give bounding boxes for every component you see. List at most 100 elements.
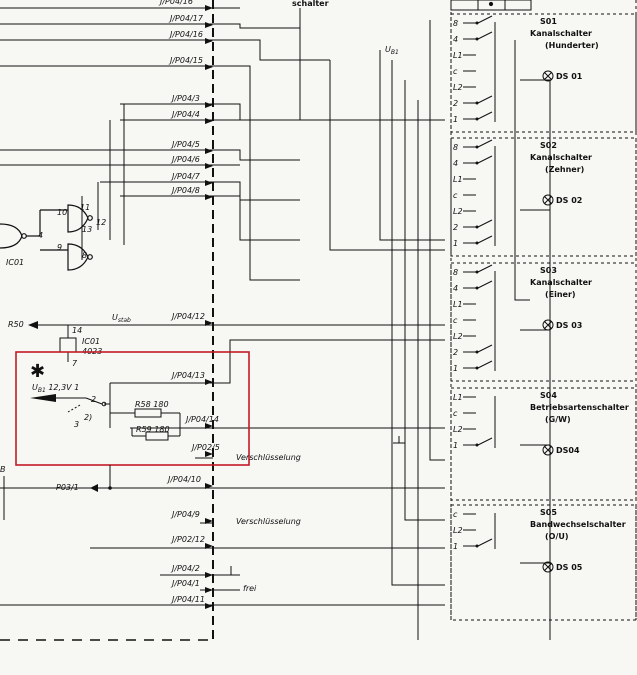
switch-pin: 1 [453,364,458,373]
lamp-icon [542,444,554,456]
switch-pin: c [453,316,458,325]
switch-subtitle: (Einer) [545,290,576,299]
signal-wires [0,7,551,640]
ground-icon-2 [393,436,405,444]
connector-label: J/P04/7 [170,172,201,181]
svg-text:13: 13 [82,225,92,234]
r58-label: R58 180 [135,400,169,409]
connector-label: J/P04/6 [170,155,200,164]
connector-arrow [205,423,213,429]
switch-subtitle: (Zehner) [545,165,584,174]
lamp-cross [544,321,552,329]
p03-junction [108,486,112,490]
ic01-label-b: IC01 [82,337,100,346]
switch-id: S05 [540,508,557,517]
switch-pin: 1 [453,441,458,450]
connector-arrow [205,163,213,169]
selector-pin-2: 2 [91,395,96,404]
switch-pin: c [453,191,458,200]
connector-label: J/P04/3 [170,94,200,103]
verschl-label-1: Verschlüsselung [236,453,301,462]
svg-text:4: 4 [38,231,43,240]
lamp-cross [544,563,552,571]
connector-label: J/P04/13 [170,371,205,380]
svg-text:10: 10 [57,208,67,217]
switch-lever [477,538,493,547]
switch-pin: L1 [453,51,463,60]
switch-id: S01 [540,17,557,26]
switch-pin: 1 [453,239,458,248]
connector-label: J/P04/16 [168,30,203,39]
lamp-cross [544,446,552,454]
side-b-label: B [0,465,6,474]
switch-node [475,286,479,290]
ub1-input-arrow [30,394,56,402]
connector-arrow [205,102,213,108]
switch-pin: 1 [453,542,458,551]
switch-id: S04 [540,391,557,400]
switch-pin: 8 [453,268,458,277]
switch-lever [477,15,493,24]
connector-arrow [205,518,213,524]
switch-pin: L2 [453,207,463,216]
switch-pin: 1 [453,115,458,124]
nand-gate-ic01 [0,204,93,271]
switch-lever [477,31,493,40]
switch-lever [477,95,493,104]
switch-lever [477,344,493,353]
connector-label: J/P04/12 [170,312,205,321]
switch-node [475,241,479,245]
switch-name: Kanalschalter [530,278,592,287]
connector-arrow [205,587,213,593]
connector-labels: J/P04/16J/P04/17J/P04/16J/P04/15J/P04/3J… [158,0,220,609]
connector-arrow [205,194,213,200]
lamp-label: DS 02 [556,196,582,205]
connector-label: J/P04/17 [168,14,204,23]
lamp-cross [544,196,552,204]
selector-pin-2b: 2) [84,413,92,422]
switch-name: Betriebsartenschalter [530,403,629,412]
switch-group-frames [450,13,637,621]
ground-icon [224,566,238,576]
switch-lever [477,111,493,120]
switch-subtitle: (O/U) [545,532,569,541]
switch-lever [477,437,493,446]
switch-pin: 2 [453,99,458,108]
switch-lever [477,139,493,148]
ub1-voltage-label: UB1 12,3V 1 [32,383,79,394]
connector-arrow [205,148,213,154]
svg-text:8: 8 [82,251,87,260]
asterisk-icon: ✱ [30,361,45,382]
switch-pin: c [453,510,458,519]
frei-label: frei [243,584,257,593]
verschl-label-2: Verschlüsselung [236,517,301,526]
switch-pin: L2 [453,425,463,434]
switch-pin: L1 [453,300,463,309]
switch-pin: 8 [453,143,458,152]
connector-label: J/P04/4 [170,110,200,119]
lamp-cross [544,72,552,80]
ustab-label: Ustab [112,313,131,324]
gate-pin-labels: 10 11 12 13 4 9 8 [38,203,106,260]
connector-label: J/P02/5 [190,443,220,452]
connector-label: J/P04/9 [170,510,200,519]
connector-arrow [205,572,213,578]
p03-label: P03/1 [56,483,79,492]
switch-pin: 8 [453,19,458,28]
switch-lever [477,219,493,228]
switch-id: S02 [540,141,557,150]
connector-arrow [205,483,213,489]
r50-arrow [28,321,38,329]
ic01-label-a: IC01 [6,258,24,267]
switch-pin: L1 [453,175,463,184]
switch-pin: 2 [453,348,458,357]
switch-name: Kanalschalter [530,29,592,38]
switch-pin: c [453,409,458,418]
switch-name: Kanalschalter [530,153,592,162]
connector-arrow [205,64,213,70]
connector-label: J/P04/2 [170,564,200,573]
